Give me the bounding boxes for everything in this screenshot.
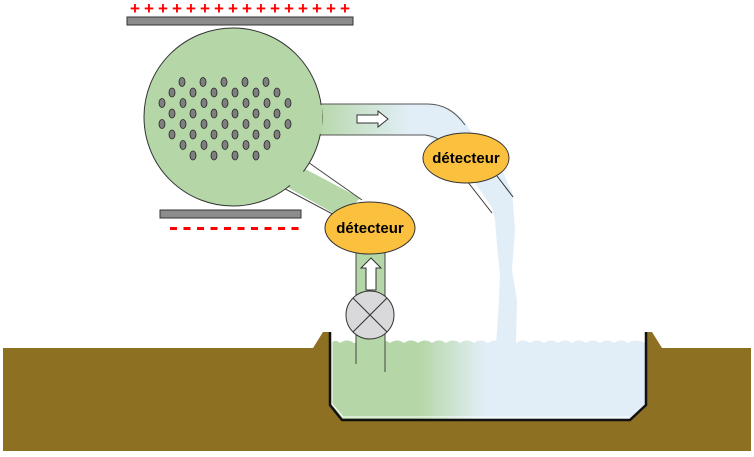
minus-sign: [278, 227, 285, 230]
minus-sign: [224, 227, 231, 230]
particle: [263, 119, 271, 129]
particles: [158, 77, 292, 161]
particle: [210, 108, 218, 119]
particle: [242, 119, 250, 129]
positive-plate-group: ++++++++++++++++: [126, 0, 354, 26]
particle: [200, 98, 208, 108]
particle: [231, 150, 239, 161]
plus-sign: +: [256, 0, 266, 18]
particle: [241, 77, 249, 87]
detector-top: détecteur: [422, 132, 510, 184]
particle: [273, 108, 281, 119]
minus-sign: [183, 227, 191, 230]
particle: [200, 140, 208, 150]
particle: [221, 98, 229, 108]
particle: [179, 140, 187, 150]
plus-sign: +: [158, 0, 168, 18]
plus-sign: +: [172, 0, 182, 18]
water-stream: [490, 190, 517, 345]
negative-plate-group: [159, 209, 302, 230]
plus-sign: +: [130, 0, 140, 18]
particle: [210, 87, 218, 98]
plus-sign: +: [340, 0, 350, 18]
detector-bottom-label: détecteur: [336, 220, 404, 237]
tank-wall: [328, 332, 648, 422]
particle: [178, 77, 186, 87]
plus-sign: +: [144, 0, 154, 18]
particle: [252, 129, 260, 140]
particle: [231, 108, 239, 119]
minus-sign: [251, 227, 258, 230]
positive-charges: ++++++++++++++++: [130, 0, 350, 18]
particle: [252, 87, 260, 98]
particle: [263, 98, 271, 108]
particle: [168, 108, 176, 119]
right-arrow-icon: [356, 109, 389, 129]
particle: [189, 108, 197, 119]
detector-top-label: détecteur: [432, 150, 500, 167]
minus-sign: [197, 227, 204, 230]
minus-sign: [264, 227, 272, 230]
particle: [168, 129, 176, 140]
negative-charges: [170, 227, 299, 230]
particle: [200, 119, 208, 129]
positive-plate: [126, 16, 354, 26]
particle: [284, 119, 292, 129]
particle: [220, 77, 228, 87]
minus-sign: [170, 227, 177, 230]
particle: [221, 119, 229, 129]
particle: [284, 98, 292, 108]
particle: [199, 77, 207, 87]
plus-sign: +: [298, 0, 308, 18]
particle: [263, 140, 271, 150]
plus-sign: +: [228, 0, 238, 18]
plus-sign: +: [312, 0, 322, 18]
particle: [252, 108, 260, 119]
minus-sign: [291, 227, 299, 230]
particle: [242, 98, 250, 108]
tank-wall-highlight: [331, 332, 629, 418]
particle: [273, 129, 281, 140]
particle: [252, 150, 260, 161]
plus-sign: +: [214, 0, 224, 18]
particle: [210, 129, 218, 140]
minus-sign: [210, 227, 218, 230]
plus-sign: +: [284, 0, 294, 18]
plus-sign: +: [326, 0, 336, 18]
plus-sign: +: [242, 0, 252, 18]
particle: [168, 87, 176, 98]
tank-liquid: [330, 340, 646, 420]
particle: [179, 98, 187, 108]
plus-sign: +: [186, 0, 196, 18]
particle: [189, 87, 197, 98]
plus-sign: +: [270, 0, 280, 18]
minus-sign: [237, 227, 245, 230]
particle: [273, 87, 281, 98]
particle: [262, 77, 270, 87]
detector-bottom: détecteur: [324, 201, 416, 255]
particle: [210, 150, 218, 161]
particle: [231, 129, 239, 140]
up-arrow-icon: [359, 257, 383, 291]
plus-sign: +: [200, 0, 210, 18]
particle: [189, 129, 197, 140]
particle: [158, 119, 166, 129]
particle: [158, 98, 166, 108]
particle: [189, 150, 197, 161]
particle: [221, 140, 229, 150]
particle: [242, 140, 250, 150]
particle: [231, 87, 239, 98]
particle: [179, 119, 187, 129]
valve-icon[interactable]: [345, 290, 395, 340]
negative-plate: [159, 209, 302, 219]
